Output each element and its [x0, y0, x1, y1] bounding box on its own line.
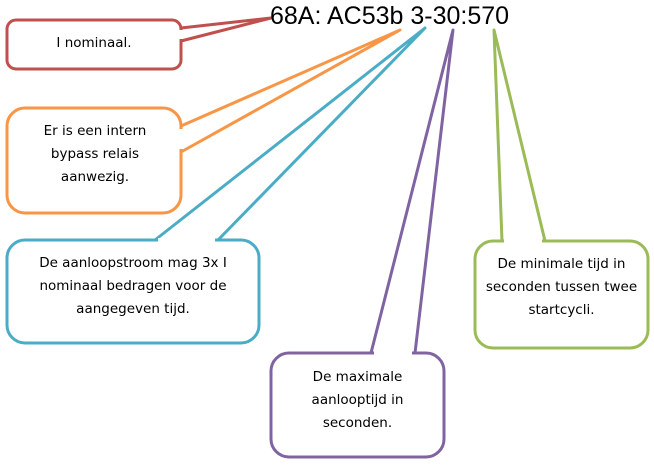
- callout-startcurrent-text: De aanloopstroom mag 3x I nominaal bedra…: [39, 255, 227, 317]
- callout-cycletime-shape: [473, 28, 650, 350]
- callout-current-shape: [5, 16, 273, 71]
- callout-starttime-shape: [269, 28, 455, 459]
- callout-bypass-shape: [5, 28, 402, 215]
- code-label: 68A: AC53b 3-30:570: [270, 2, 510, 30]
- callout-startcurrent-shape: [5, 26, 427, 345]
- callout-cycletime-text: De minimale tijd in seconden tussen twee…: [485, 256, 638, 318]
- callout-starttime-text: De maximale aanlooptijd in seconden.: [311, 369, 404, 431]
- callout-bypass-text: Er is een intern bypass relais aanwezig.: [43, 123, 147, 185]
- callout-current-text: I nominaal.: [56, 35, 132, 51]
